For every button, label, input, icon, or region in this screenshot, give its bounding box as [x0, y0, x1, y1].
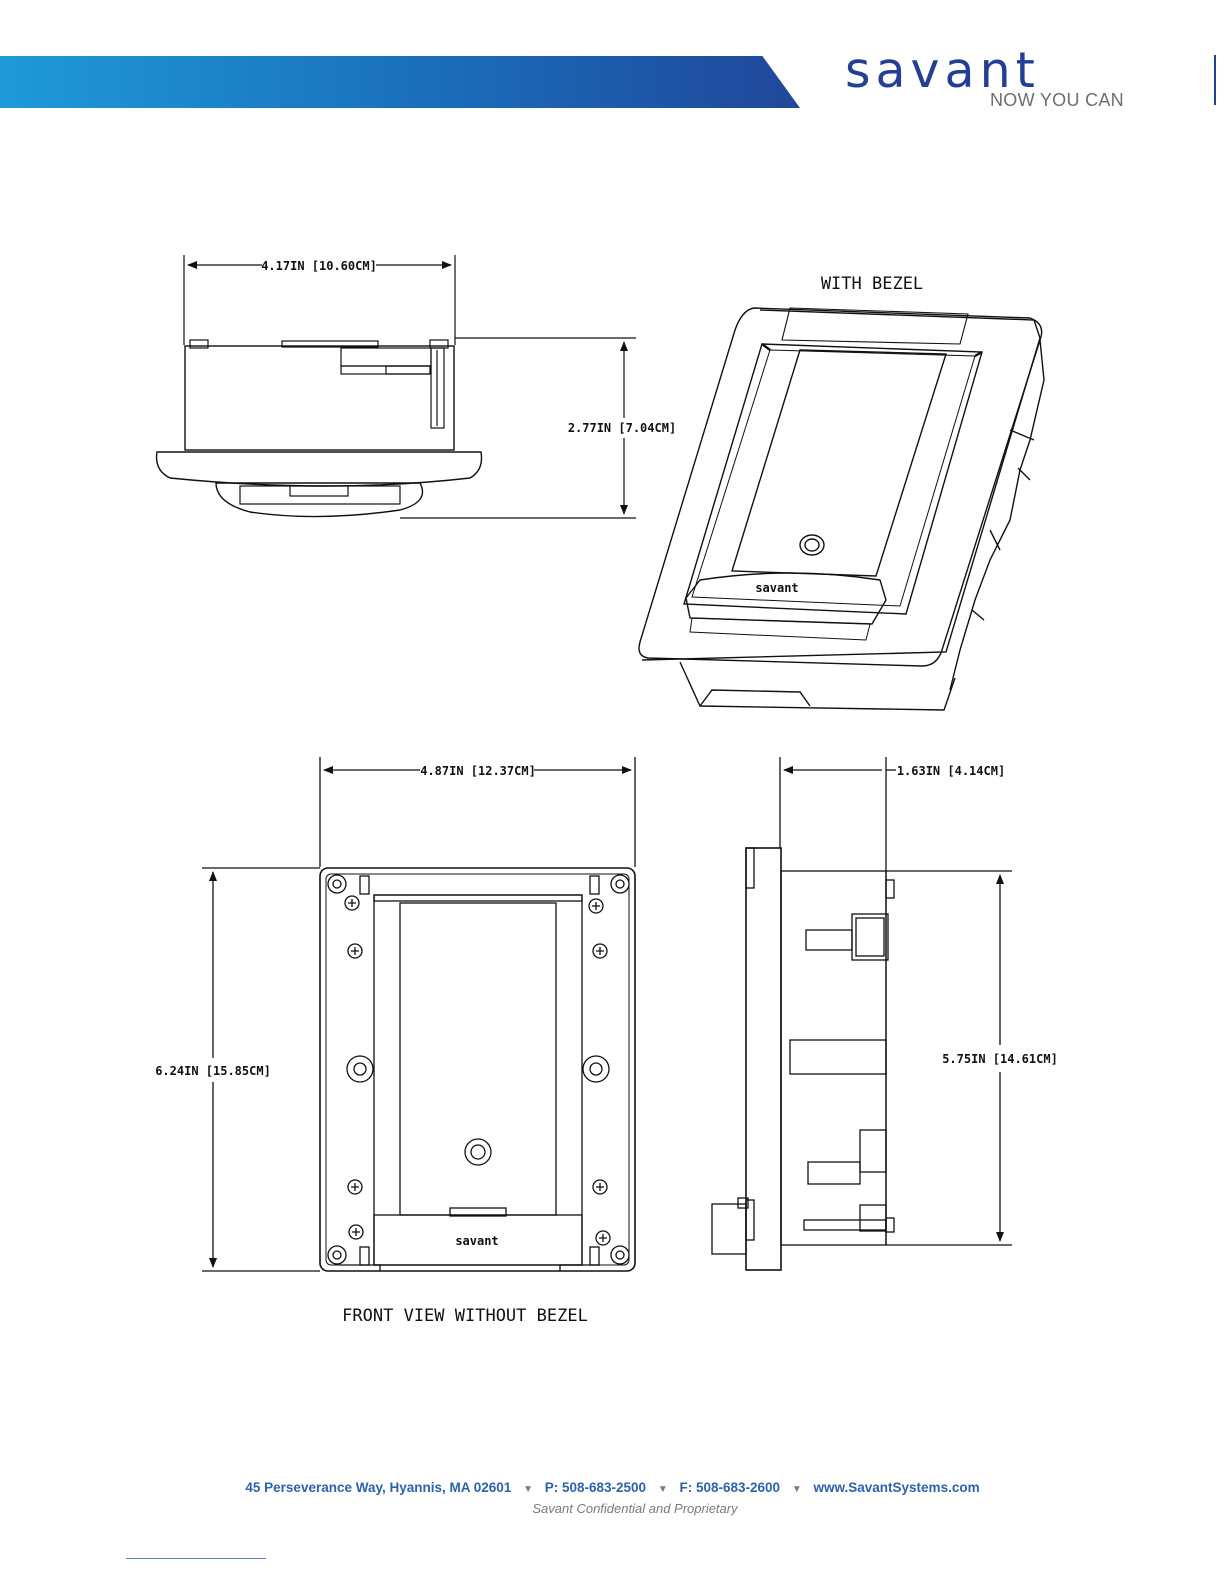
- front-caption: FRONT VIEW WITHOUT BEZEL: [342, 1306, 588, 1326]
- top-width-label: 4.17IN [10.60CM]: [261, 259, 377, 273]
- bezel-brand-mark: savant: [755, 581, 798, 595]
- footer-website-link[interactable]: www.SavantSystems.com: [813, 1480, 980, 1495]
- footer-confidential: Savant Confidential and Proprietary: [532, 1501, 738, 1516]
- header-band: [0, 56, 800, 108]
- front-view: [202, 757, 636, 1272]
- footer-address: 45 Perseverance Way, Hyannis, MA 02601: [245, 1480, 512, 1495]
- side-height-label: 5.75IN [14.61CM]: [942, 1052, 1058, 1066]
- bezel-iso-view: [638, 307, 1045, 711]
- edge-mark: [1214, 55, 1216, 105]
- front-brand-mark: savant: [455, 1234, 498, 1248]
- logo-wordmark: savant: [845, 42, 1040, 99]
- footer-contact: 45 Perseverance Way, Hyannis, MA 02601 ▼…: [0, 1480, 1225, 1495]
- separator-icon: ▼: [657, 1484, 668, 1495]
- separator-icon: ▼: [791, 1484, 802, 1495]
- side-view: [711, 757, 1012, 1271]
- footer-phone: P: 508-683-2500: [544, 1480, 647, 1495]
- bottom-link-rule: [126, 1558, 266, 1559]
- footer-fax: F: 508-683-2600: [679, 1480, 781, 1495]
- logo-tagline: NOW YOU CAN: [990, 90, 1124, 110]
- front-height-label: 6.24IN [15.85CM]: [155, 1064, 271, 1078]
- top-view: [155, 255, 636, 519]
- bezel-caption: WITH BEZEL: [821, 274, 923, 294]
- top-depth-label: 2.77IN [7.04CM]: [568, 421, 676, 435]
- side-depth-label: 1.63IN [4.14CM]: [897, 764, 1005, 778]
- savant-logo: savant NOW YOU CAN: [845, 46, 1135, 112]
- separator-icon: ▼: [523, 1484, 533, 1495]
- front-width-label: 4.87IN [12.37CM]: [420, 764, 536, 778]
